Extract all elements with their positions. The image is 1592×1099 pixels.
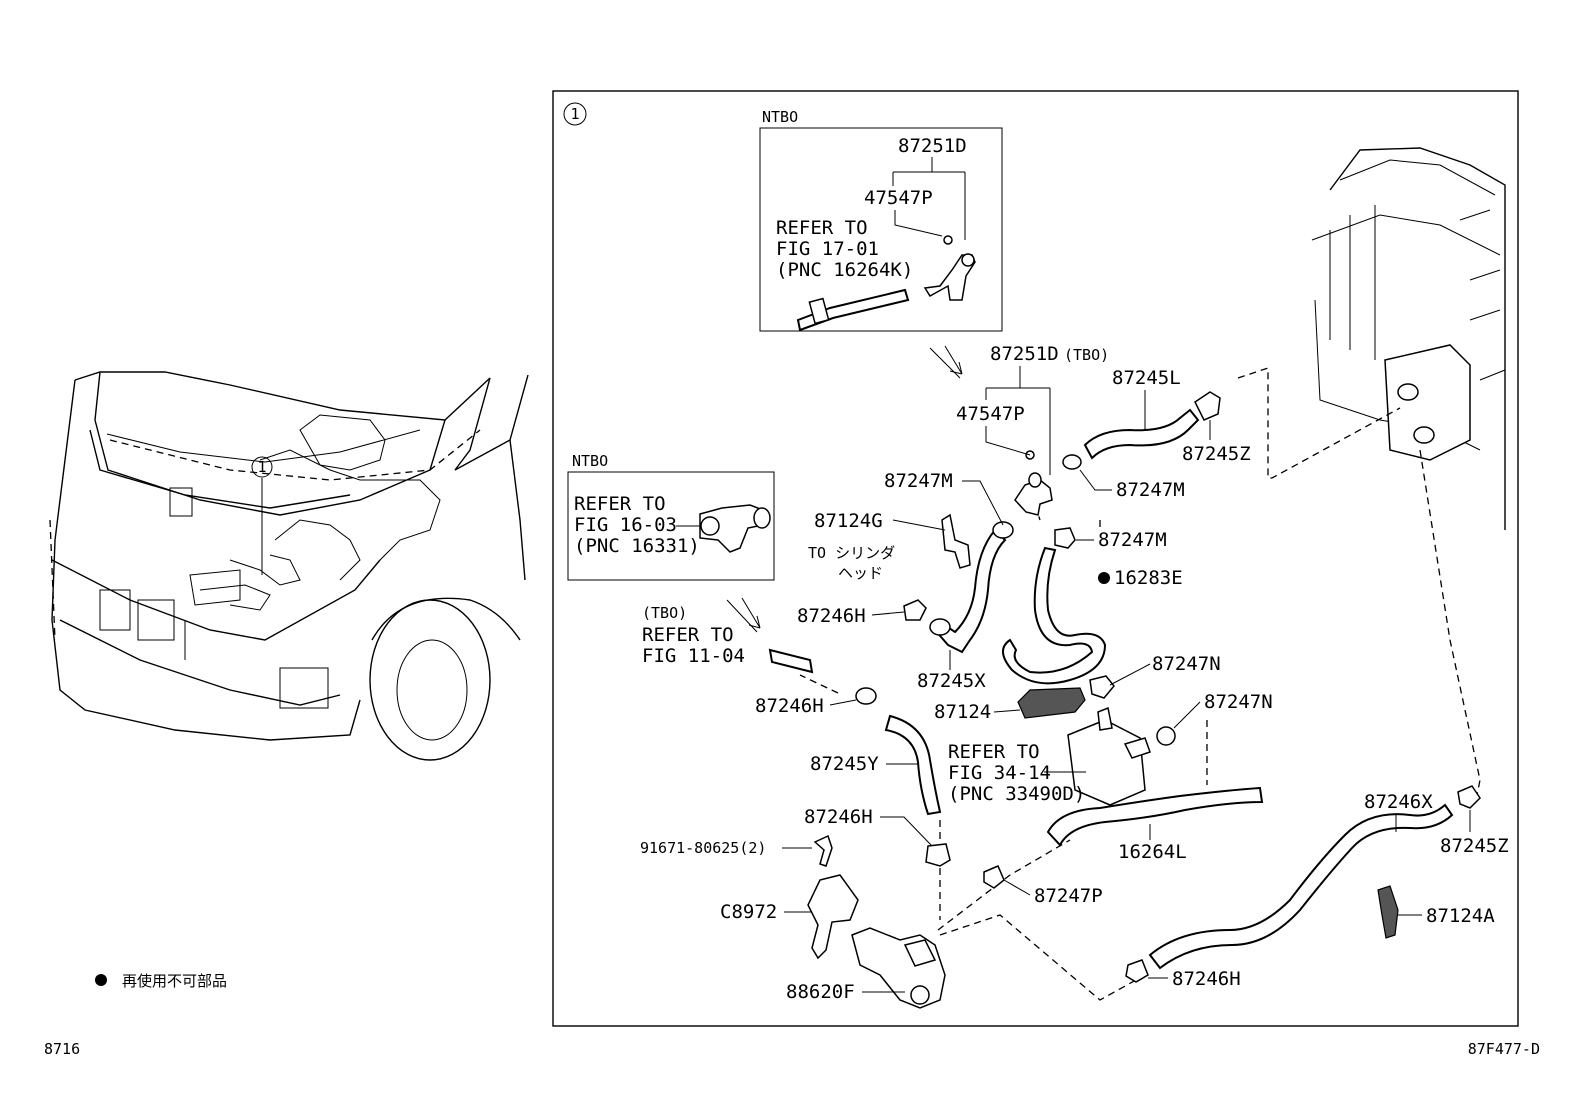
label-87246H-upper: 87246H: [797, 605, 866, 627]
label-91671-bolt: 91671-80625(2): [640, 839, 766, 857]
note-tbo-refer-line1: REFER TO: [642, 624, 734, 646]
note-to-cylinder-line1: TO シリンダ: [808, 544, 895, 562]
vehicle-overview: 1: [49, 371, 529, 761]
label-87247N-lower: 87247N: [1204, 691, 1273, 713]
label-87245Y: 87245Y: [810, 753, 879, 775]
inset-top-tag: NTBO: [762, 108, 798, 126]
inset-top-part-47547P: 47547P: [864, 187, 933, 209]
label-87246H-middle: 87246H: [755, 695, 824, 717]
heater-unit: [1311, 147, 1506, 530]
label-87124A: 87124A: [1426, 905, 1495, 927]
label-16283E: 16283E: [1114, 567, 1183, 589]
inset-top-refer-line3: (PNC 16264K): [776, 259, 913, 281]
label-87245Z-top: 87245Z: [1182, 443, 1251, 465]
label-88620F: 88620F: [786, 981, 855, 1003]
label-87251D-tbo: (TBO): [1064, 346, 1109, 364]
label-47547P: 47547P: [956, 403, 1025, 425]
label-87245L: 87245L: [1112, 367, 1181, 389]
inset-ntbo-left: NTBO REFER TO FIG 16-03 (PNC 16331): [567, 452, 775, 581]
label-87246X: 87246X: [1364, 791, 1433, 813]
note-tbo-refer-line2: FIG 11-04: [642, 645, 745, 667]
inset-top-refer-line2: FIG 17-01: [776, 238, 879, 260]
label-87246H-lower: 87246H: [804, 806, 873, 828]
label-87246H-bottom: 87246H: [1172, 968, 1241, 990]
inset-left-refer-line1: REFER TO: [574, 493, 666, 515]
detail-callout-number: 1: [570, 105, 579, 123]
inset-top-part-87251D: 87251D: [898, 135, 967, 157]
detail-frame: [552, 90, 1519, 1027]
label-87251D: 87251D: [990, 343, 1059, 365]
note-tbo: (TBO): [642, 604, 687, 622]
note-fig34-line3: (PNC 33490D): [948, 783, 1085, 805]
figure-code-right: 87F477-D: [1468, 1040, 1540, 1058]
page-code-left: 8716: [44, 1040, 80, 1058]
overview-callout-number: 1: [257, 458, 266, 476]
note-fig34-line1: REFER TO: [948, 741, 1040, 763]
inset-left-refer-line3: (PNC 16331): [574, 535, 700, 557]
label-87245Z-bottom: 87245Z: [1440, 835, 1509, 857]
note-fig34-line2: FIG 34-14: [948, 762, 1051, 784]
legend-text: 再使用不可部品: [122, 972, 227, 990]
label-87247P: 87247P: [1034, 885, 1103, 907]
label-87247M-left: 87247M: [884, 470, 953, 492]
label-87247N-upper: 87247N: [1152, 653, 1221, 675]
label-87124: 87124: [934, 701, 991, 723]
inset-ntbo-top: NTBO 87251D 47547P REFER TO FIG 17-01 (P…: [759, 108, 1003, 332]
label-87124G: 87124G: [814, 510, 883, 532]
label-16264L: 16264L: [1118, 841, 1187, 863]
label-87245X: 87245X: [917, 670, 986, 692]
label-16283E-bullet-icon: [1098, 572, 1110, 584]
label-87247M-right: 87247M: [1116, 479, 1185, 501]
inset-left-refer-line2: FIG 16-03: [574, 514, 677, 536]
note-to-cylinder-line2: ヘッド: [838, 564, 883, 582]
legend-bullet-icon: [95, 974, 107, 986]
inset-left-tag: NTBO: [572, 452, 608, 470]
label-C8972: C8972: [720, 901, 777, 923]
label-87247M-lower: 87247M: [1098, 529, 1167, 551]
inset-top-refer-line1: REFER TO: [776, 217, 868, 239]
hose-parts: [768, 391, 1481, 1009]
